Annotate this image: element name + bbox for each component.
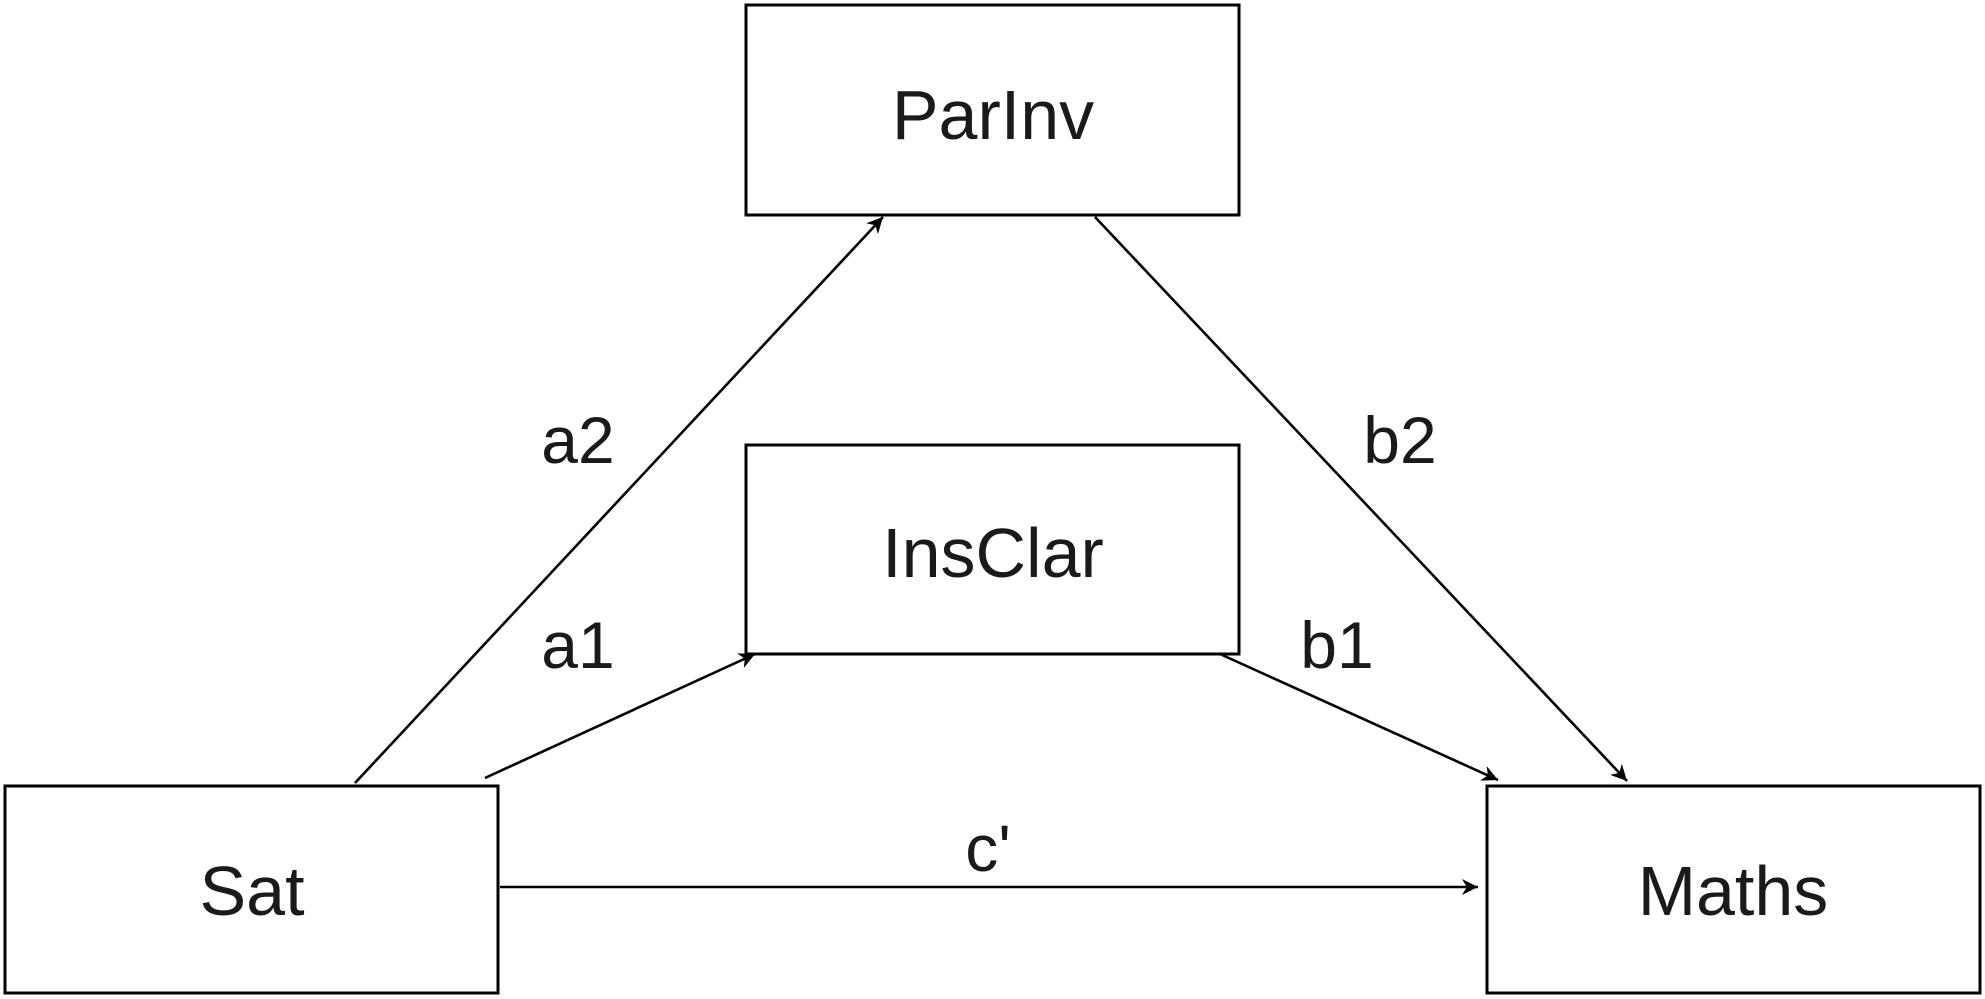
edge-insclar-to-maths <box>1219 652 1499 782</box>
node-sat: Sat <box>3 784 500 995</box>
label-b1: b1 <box>1300 608 1373 682</box>
arrow-b1 <box>1219 652 1499 782</box>
node-parinv: ParInv <box>744 3 1241 217</box>
node-maths-box <box>1485 784 1982 995</box>
arrow-a2 <box>354 216 884 784</box>
node-maths: Maths <box>1485 784 1982 995</box>
node-insclar: InsClar <box>744 443 1241 656</box>
node-sat-box <box>3 784 500 995</box>
edge-sat-to-parinv <box>354 216 884 784</box>
arrow-a1 <box>484 652 756 780</box>
label-c-prime: c' <box>965 811 1011 885</box>
node-parinv-box <box>744 3 1241 217</box>
arrow-b2 <box>1094 216 1628 782</box>
edge-sat-to-insclar <box>484 652 756 780</box>
node-maths-label: Maths <box>1638 852 1829 930</box>
label-b2: b2 <box>1363 403 1436 477</box>
label-a2: a2 <box>541 403 614 477</box>
edge-parinv-to-maths <box>1094 216 1628 782</box>
node-insclar-box <box>744 443 1241 656</box>
node-sat-label: Sat <box>199 852 304 930</box>
label-a1: a1 <box>541 608 614 682</box>
node-parinv-label: ParInv <box>892 76 1094 154</box>
node-insclar-label: InsClar <box>882 514 1104 592</box>
